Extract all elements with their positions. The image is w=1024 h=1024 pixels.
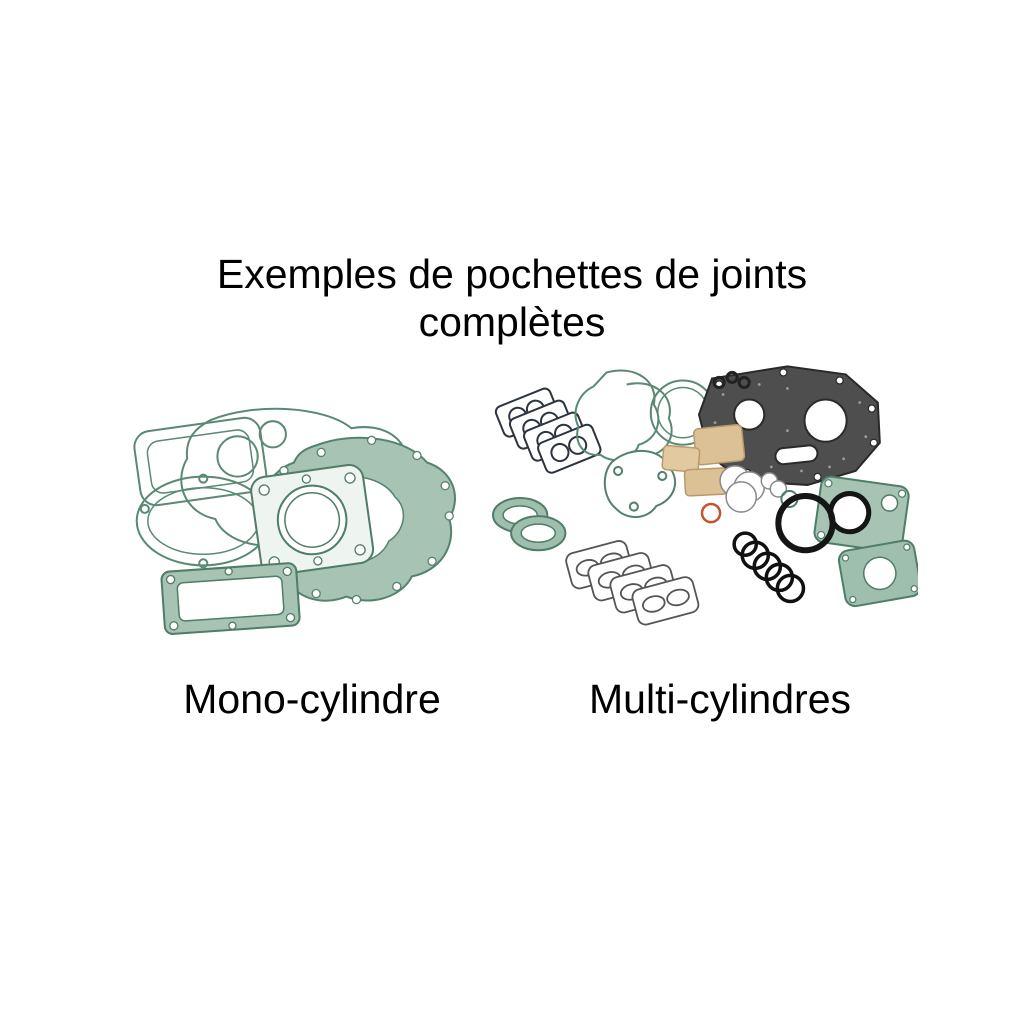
- orange-o-ring: [700, 502, 722, 524]
- caption-multi-cylindres: Multi-cylindres: [589, 676, 851, 722]
- o-ring-group: [732, 531, 806, 604]
- page-title: Exemples de pochettes de joints complète…: [0, 250, 1024, 347]
- side-cover-gasket: [837, 539, 918, 608]
- caption-mono-cylindre: Mono-cylindre: [183, 676, 441, 722]
- washer-set: [712, 370, 751, 389]
- page-title-line2: complètes: [418, 299, 606, 346]
- triangle-gasket-outline: [603, 449, 677, 519]
- shim-circles: [719, 465, 788, 513]
- head-gasket: [250, 464, 375, 576]
- multi-head-gasket: [813, 475, 910, 554]
- large-o-ring: [775, 492, 836, 554]
- multi-cylinder-gasket-illustration: [492, 365, 918, 626]
- mono-cylinder-gasket-illustration: [133, 407, 456, 635]
- base-gasket: [160, 562, 301, 635]
- intake-oval-gaskets: [492, 496, 567, 552]
- stamped-gasket-fan: [565, 540, 700, 626]
- points-cover-fan: [494, 387, 602, 474]
- page-title-line1: Exemples de pochettes de joints: [216, 251, 808, 297]
